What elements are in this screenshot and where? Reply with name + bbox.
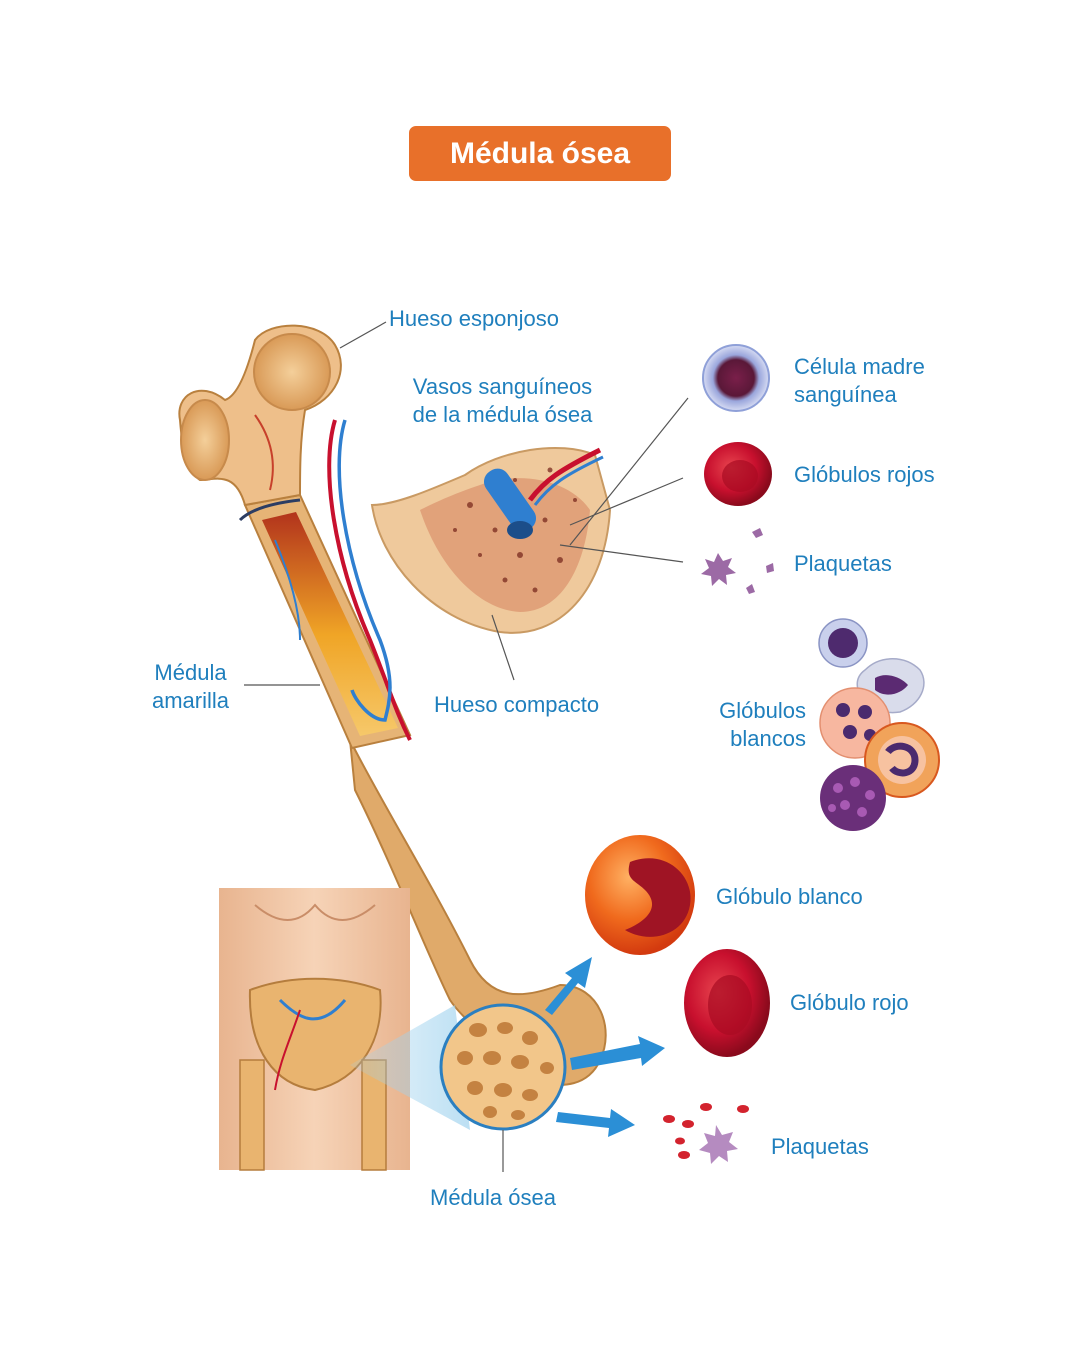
label-vasos-sanguineos: Vasos sanguíneos de la médula ósea (412, 374, 593, 427)
platelets-top (701, 528, 774, 594)
stem-cell (702, 344, 770, 412)
blood-vessels-shaft (327, 419, 412, 741)
white-blood-cell-large (585, 835, 695, 955)
label-medula-osea: Médula ósea (430, 1185, 556, 1210)
spongy-bone-zoom (439, 1003, 567, 1131)
label-globulo-rojo: Glóbulo rojo (790, 990, 909, 1015)
leader-lines (244, 321, 689, 1172)
label-globulos-blancos: Glóbulos blancos (719, 698, 806, 751)
red-blood-cell-large (684, 949, 770, 1057)
magnifier-beam (350, 1005, 470, 1130)
white-blood-cells (818, 618, 940, 831)
label-celula-madre: Célula madre sanguínea (794, 354, 925, 407)
bone-cross-section (370, 446, 612, 634)
output-arrows (545, 957, 665, 1137)
femur-bone (178, 324, 607, 1086)
torso-inset (219, 888, 410, 1171)
platelets-bottom (663, 1103, 749, 1164)
red-blood-cells-top (704, 442, 772, 506)
label-plaquetas-top: Plaquetas (794, 551, 892, 576)
label-globulo-blanco: Glóbulo blanco (716, 884, 863, 909)
label-globulos-rojos: Glóbulos rojos (794, 462, 935, 487)
label-hueso-esponjoso: Hueso esponjoso (389, 306, 560, 331)
label-hueso-compacto: Hueso compacto (434, 692, 600, 717)
page-title: Médula ósea (409, 126, 671, 181)
label-plaquetas-bottom: Plaquetas (771, 1134, 869, 1159)
label-medula-amarilla: Médula amarilla (151, 660, 230, 713)
